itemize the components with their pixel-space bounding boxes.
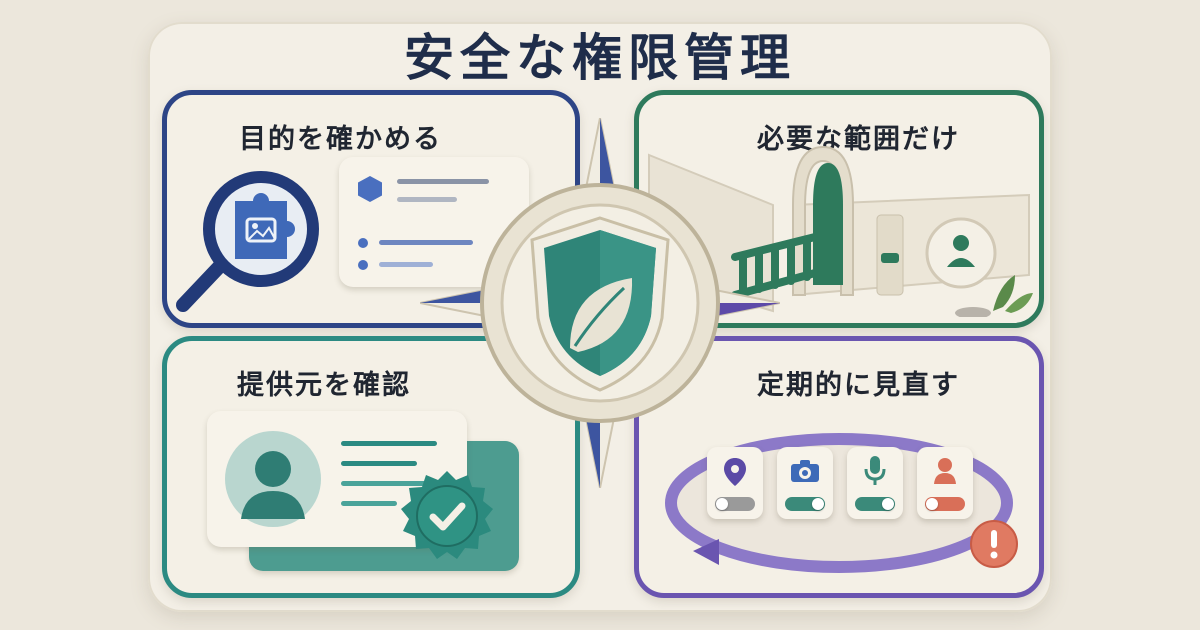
panel-provider-label: 提供元を確認 [237,370,411,401]
permission-tile-person[interactable] [917,447,973,519]
text-line [341,501,397,506]
camera-icon [791,460,819,482]
microphone-icon [864,456,886,485]
compass-shield-leaf-icon [420,118,780,488]
person-icon [934,458,956,484]
location-icon [724,458,746,486]
person-toggle[interactable] [925,497,965,511]
text-line [379,262,433,267]
text-line [341,481,427,486]
panel-provider: 提供元を確認 [162,336,580,598]
panel-purpose-label: 目的を確かめる [239,124,442,155]
permission-tile-location[interactable] [707,447,763,519]
text-line [341,441,437,446]
panel-purpose: 目的を確かめる [162,90,580,328]
verified-badge-icon [401,471,493,559]
warning-icon [970,520,1018,568]
text-line [397,179,489,184]
hexagon-icon [358,176,382,202]
panel-scope-label: 必要な範囲だけ [757,124,960,155]
text-line [341,461,417,466]
bullet-icon [358,260,368,270]
permission-tile-microphone[interactable] [847,447,903,519]
avatar-icon [225,431,321,527]
bullet-icon [358,238,368,248]
panel-review: 定期的に見直す [634,336,1044,598]
page-title: 安全な権限管理 [404,28,796,87]
magnifier-puzzle-icon [176,171,319,312]
permission-tile-camera[interactable] [777,447,833,519]
camera-toggle[interactable] [785,497,825,511]
microphone-toggle[interactable] [855,497,895,511]
panel-review-label: 定期的に見直す [757,370,960,401]
text-line [379,240,473,245]
location-toggle[interactable] [715,497,755,511]
text-line [397,197,457,202]
